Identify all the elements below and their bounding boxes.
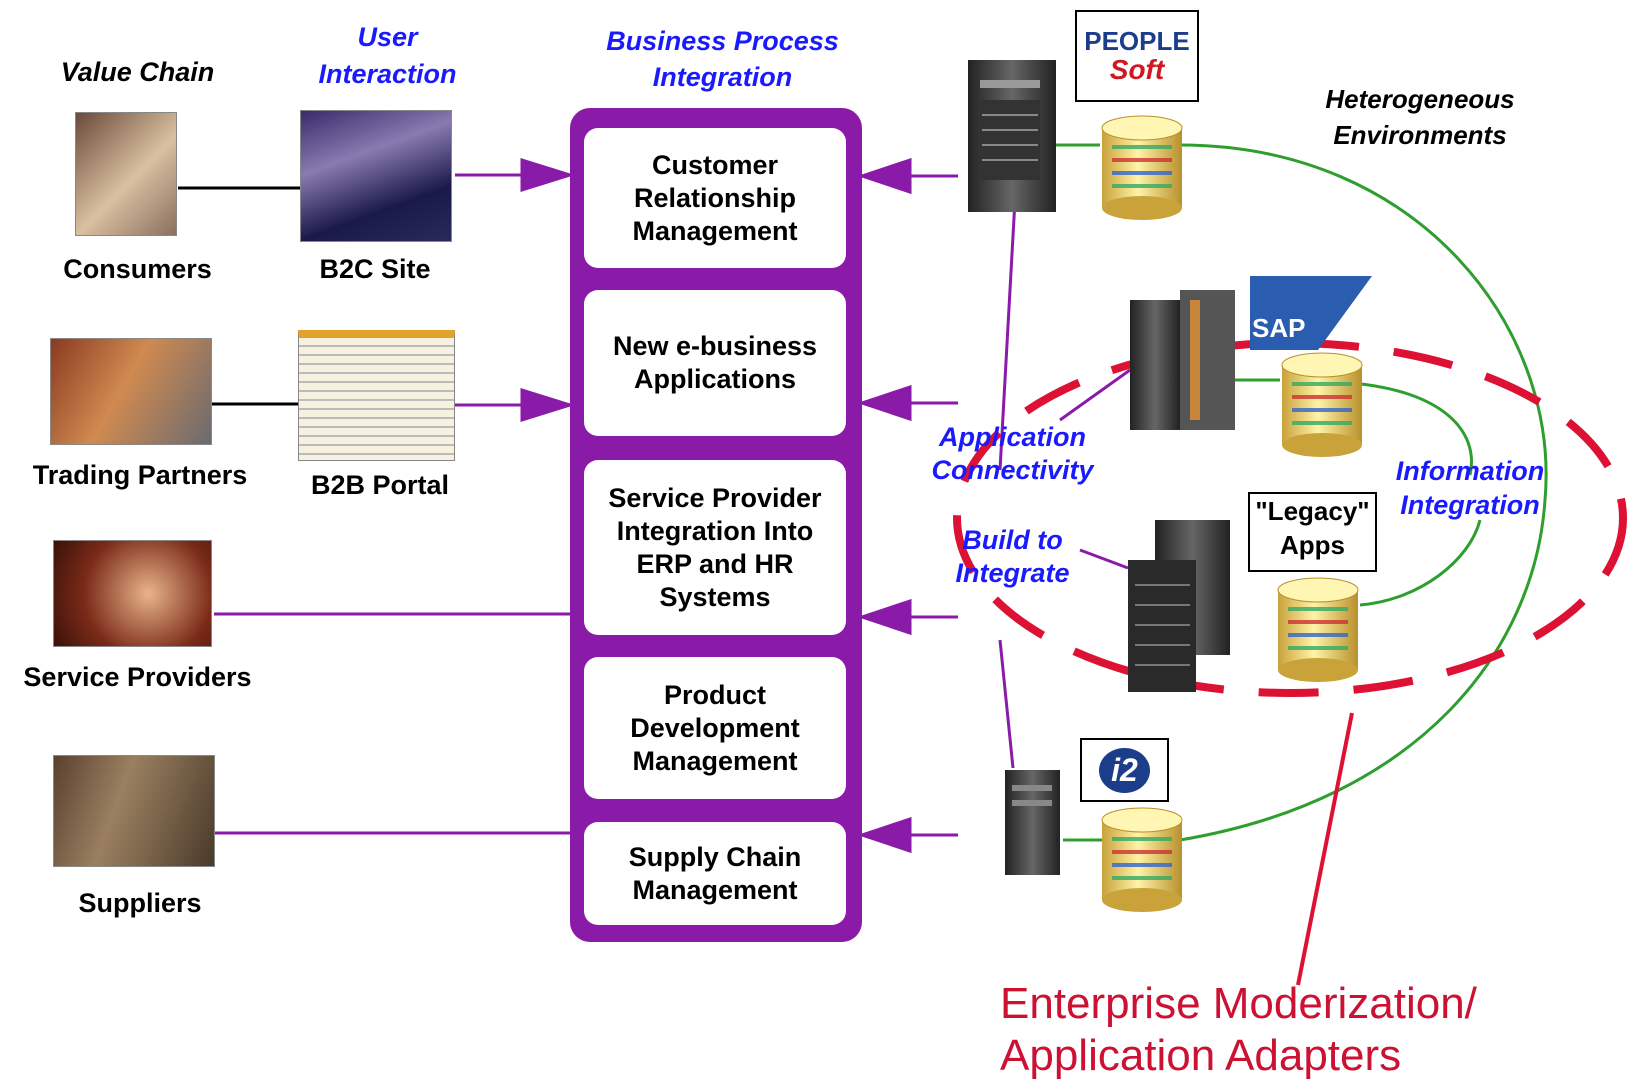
peoplesoft-logo-top: PEOPLE [1084,26,1190,56]
hetero-header-line1: Heterogeneous [1325,84,1515,114]
process-service-provider-integration[interactable]: Service Provider Integration Into ERP an… [584,460,846,635]
actor-consumers: Consumers [63,254,212,284]
callout-pointer [1296,712,1354,986]
legacy-apps-line2: Apps [1280,530,1345,560]
process-pdm-label: Product Development Management [630,679,800,776]
user-interaction-header-line1: User [357,22,418,52]
crm-right-arrowhead [857,157,912,195]
build-to-integrate-line1: Build to [962,525,1063,555]
b2c-site-screenshot [300,110,452,242]
b2c-arrowhead [520,157,576,193]
trading-partner-photo [50,338,212,445]
i2-db-icon [1101,807,1183,912]
sap-connector [1059,368,1131,422]
app-connectivity-line2: Connectivity [931,455,1094,485]
process-crm[interactable]: Customer Relationship Management [584,128,846,268]
peoplesoft-server-icon [968,60,1056,212]
service-provider-photo [53,540,212,647]
b2b-arrowhead [520,387,576,423]
legacy-apps-line1: "Legacy" [1255,496,1370,526]
backbone-upper [998,199,1017,471]
b2c-site-label: B2C Site [319,254,431,284]
callout-line1: Enterprise Moderization/ [1000,979,1477,1028]
sap-logo-icon [1250,276,1372,350]
info-integration-line1: Information [1395,456,1545,486]
actor-trading-partners: Trading Partners [32,460,248,490]
scm-right-arrowhead [857,816,912,854]
bpi-header-line1: Business Process [606,26,839,56]
process-ebusiness-label: New e-business Applications [612,331,818,394]
consumer-photo [75,112,177,236]
legacy-apps-box: "Legacy" Apps [1248,492,1377,572]
green-arc-outer [1179,143,1548,842]
modernization-ellipse [953,339,1627,697]
i2-server-icon [1005,770,1060,875]
i2-logo: i2 [1080,738,1169,802]
process-ebusiness[interactable]: New e-business Applications [584,290,846,436]
info-integration-line2: Integration [1400,490,1540,520]
sap-db-icon [1281,352,1363,457]
actor-service-providers: Service Providers [23,662,252,692]
process-product-development[interactable]: Product Development Management [584,657,846,799]
app-connectivity-line1: Application [939,422,1086,452]
backbone-lower [998,639,1015,769]
sap-server-icon [1130,290,1235,430]
hetero-header-line2: Environments [1333,120,1507,150]
process-supply-chain[interactable]: Supply Chain Management [584,822,846,925]
value-chain-header: Value Chain [60,57,215,87]
callout-line2: Application Adapters [1000,1031,1402,1080]
process-crm-label: Customer Relationship Management [632,149,798,246]
legacy-db-icon [1277,577,1359,682]
bpi-header-line2: Integration [652,62,793,92]
green-arc-legacy [1359,519,1482,607]
build-to-integrate-line2: Integrate [955,558,1070,588]
supplier-photo [53,755,215,867]
legacy-server-icon [1128,520,1230,692]
peoplesoft-db-icon [1101,115,1183,220]
sap-logo-text: SAP [1252,313,1306,343]
legacy-connector [1079,548,1129,570]
ebiz-right-arrowhead [857,384,912,422]
process-spi-label: Service Provider Integration Into ERP an… [608,482,822,612]
actor-suppliers: Suppliers [78,888,202,918]
peoplesoft-logo: PEOPLE Soft [1075,10,1199,102]
spi-right-arrowhead [857,598,912,636]
green-arc-sap [1349,381,1473,476]
process-scm-label: Supply Chain Management [628,841,802,905]
b2b-portal-screenshot [298,330,455,461]
peoplesoft-logo-bottom: Soft [1109,54,1165,85]
b2b-portal-label: B2B Portal [310,470,450,500]
i2-logo-text: i2 [1099,747,1150,793]
user-interaction-header-line2: Interaction [318,59,457,89]
